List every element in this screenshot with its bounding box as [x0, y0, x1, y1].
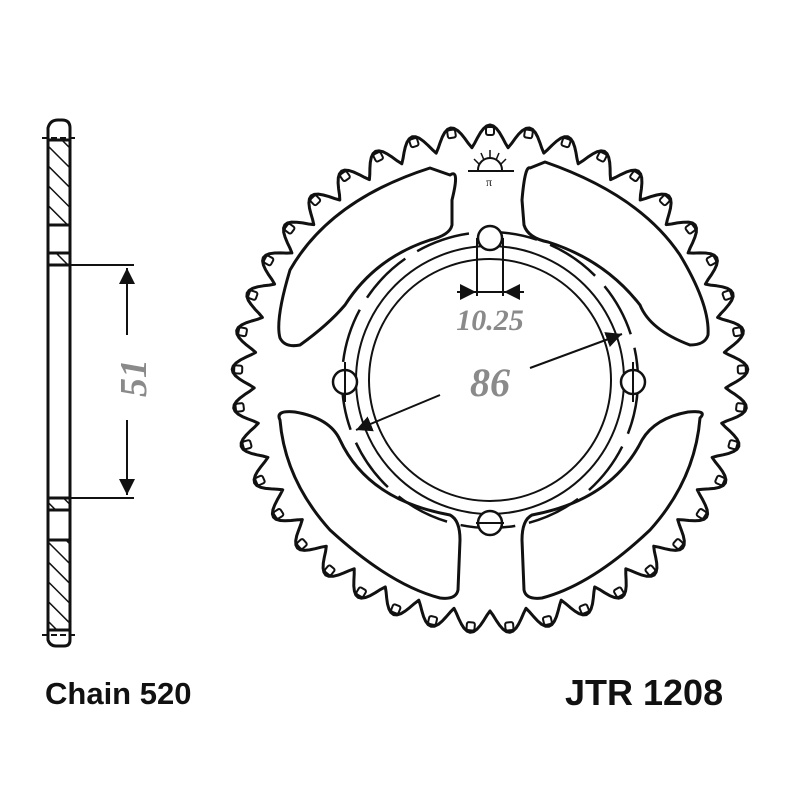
tooth-tip	[233, 364, 244, 375]
hatched-section-top	[46, 138, 72, 227]
sprocket-front-view: 10.25 86 π	[230, 123, 750, 634]
tooth-tip	[523, 128, 534, 140]
window-top-right	[520, 160, 710, 347]
tooth-tip	[705, 254, 718, 267]
dimension-10-25: 10.25	[456, 304, 524, 337]
tooth-tip	[613, 586, 625, 598]
tooth-tip	[541, 615, 553, 626]
tooth-tip	[272, 508, 285, 520]
chain-size-label: Chain 520	[45, 676, 192, 711]
tooth-tip	[596, 151, 608, 163]
tooth-tip	[254, 474, 266, 487]
bolt-hole-bottom	[476, 509, 504, 537]
tooth-tip	[234, 402, 245, 413]
tooth-tip	[309, 194, 322, 207]
tooth-tip	[714, 474, 726, 487]
dimension-86: 86	[470, 360, 510, 405]
tooth-tip	[629, 170, 641, 182]
tooth-tip	[283, 222, 296, 235]
tooth-tip	[695, 508, 708, 520]
part-number-label: JTR 1208	[565, 672, 724, 713]
tooth-tip	[504, 621, 515, 632]
svg-text:π: π	[486, 175, 492, 189]
tooth-tip	[560, 137, 572, 149]
tooth-tip	[372, 151, 384, 163]
center-bore	[368, 258, 612, 502]
tooth-tip	[390, 603, 402, 615]
tooth-tip	[427, 615, 439, 626]
tooth-tip	[339, 170, 351, 182]
tooth-tip	[465, 621, 476, 632]
dimension-51: 51	[113, 359, 155, 397]
tooth-tip	[736, 364, 747, 375]
window-bottom-right	[520, 410, 704, 600]
window-bottom-left	[277, 410, 462, 600]
sun-logo-icon: π	[468, 150, 514, 189]
side-profile-view: 51	[42, 118, 155, 648]
tooth-tip	[721, 289, 733, 301]
tooth-tip	[672, 538, 684, 550]
sprocket-teeth-outline	[230, 123, 750, 634]
tooth-tip	[262, 254, 275, 267]
tooth-tip	[355, 586, 367, 598]
tooth-tip	[247, 289, 259, 301]
tooth-tip	[296, 538, 308, 550]
tooth-tip-markers	[233, 126, 747, 632]
tooth-tip	[684, 222, 697, 235]
tooth-tip	[408, 137, 420, 149]
tooth-tip	[658, 194, 671, 207]
bolt-hole-right	[619, 362, 647, 402]
tooth-tip	[732, 326, 743, 338]
tooth-tip	[644, 564, 657, 577]
tooth-tip	[485, 126, 495, 136]
tooth-tip	[237, 326, 248, 338]
bolt-hole-top	[476, 224, 504, 252]
tooth-tip	[446, 128, 457, 140]
tooth-tip	[241, 439, 253, 451]
tooth-tip	[578, 603, 590, 615]
tooth-tip	[735, 402, 746, 413]
bolt-hole-left	[331, 362, 359, 402]
tooth-tip	[727, 439, 739, 451]
window-top-left	[277, 166, 457, 348]
hatched-section-bottom	[46, 538, 72, 632]
tooth-tip	[323, 564, 336, 577]
